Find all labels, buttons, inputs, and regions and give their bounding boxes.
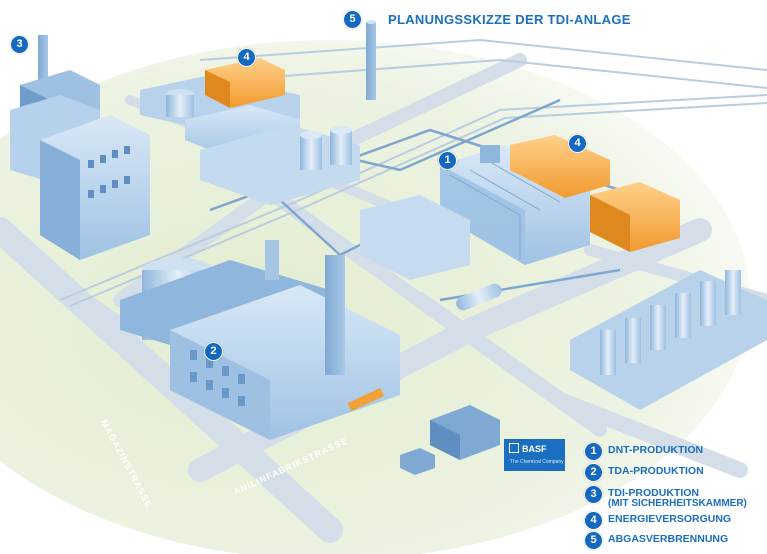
legend-number: 2 (584, 463, 603, 482)
brand-tagline: The Chemical Company (510, 459, 564, 465)
utility-buildings (400, 405, 500, 475)
legend-label: TDI-PRODUKTION (608, 487, 699, 499)
horizontal-tank (456, 283, 502, 311)
legend-label: ENERGIEVERSORGUNG (608, 513, 732, 525)
legend-label: ABGASVERBRENNUNG (608, 533, 729, 545)
title-marker: 5 (343, 10, 362, 29)
energy-building-top (205, 58, 285, 108)
basf-logo: BASF The Chemical Company (504, 439, 565, 471)
legend-label-sub: (MIT SICHERHEITSKAMMER) (608, 498, 747, 509)
energy-building-right (510, 135, 680, 252)
legend-number: 4 (584, 511, 603, 530)
marker-energy-top: 4 (237, 48, 256, 67)
rail-tracks (59, 38, 767, 307)
brand-name: BASF (522, 444, 547, 454)
marker-energy-right: 4 (568, 134, 587, 153)
tdi-production-complex (10, 35, 150, 260)
logo-square-icon (509, 443, 519, 453)
legend-number: 3 (584, 485, 603, 504)
legend-label: TDA-PRODUKTION (608, 465, 704, 477)
tank-farm (570, 270, 767, 410)
legend-label: DNT-PRODUKTION (608, 444, 704, 456)
page-title: PLANUNGSSKIZZE DER TDI-ANLAGE (388, 12, 631, 27)
tda-production-complex (120, 240, 400, 440)
legend-number: 1 (584, 442, 603, 461)
marker-tda: 2 (204, 342, 223, 361)
exhaust-stack (366, 20, 376, 100)
marker-tdi: 3 (10, 35, 29, 54)
marker-dnt: 1 (438, 151, 457, 170)
legend-number: 5 (584, 531, 603, 550)
